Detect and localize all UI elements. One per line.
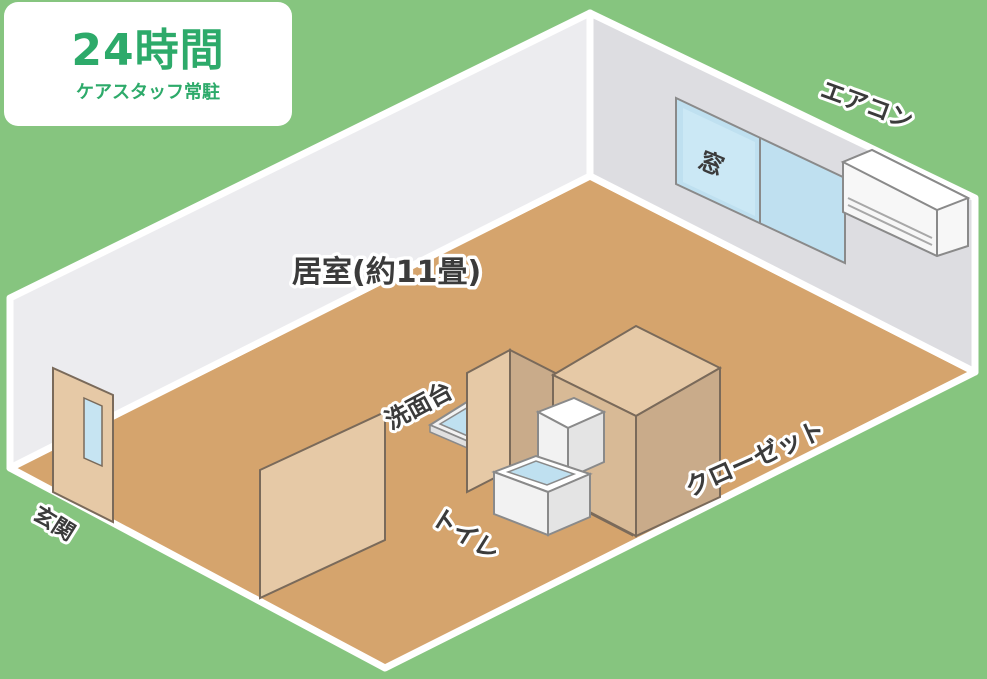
entrance-label: 玄関 [28, 501, 79, 546]
air-conditioner [840, 148, 971, 258]
entrance-door [52, 366, 114, 524]
badge-title: 24時間 [71, 25, 225, 76]
window [675, 96, 846, 265]
partition-panel [259, 410, 386, 600]
staff-badge: 24時間 ケアスタッフ常駐 [4, 2, 292, 126]
badge-subtitle: ケアスタッフ常駐 [76, 82, 220, 103]
room-label: 居室(約11畳) [292, 255, 481, 290]
toilet [491, 396, 607, 537]
